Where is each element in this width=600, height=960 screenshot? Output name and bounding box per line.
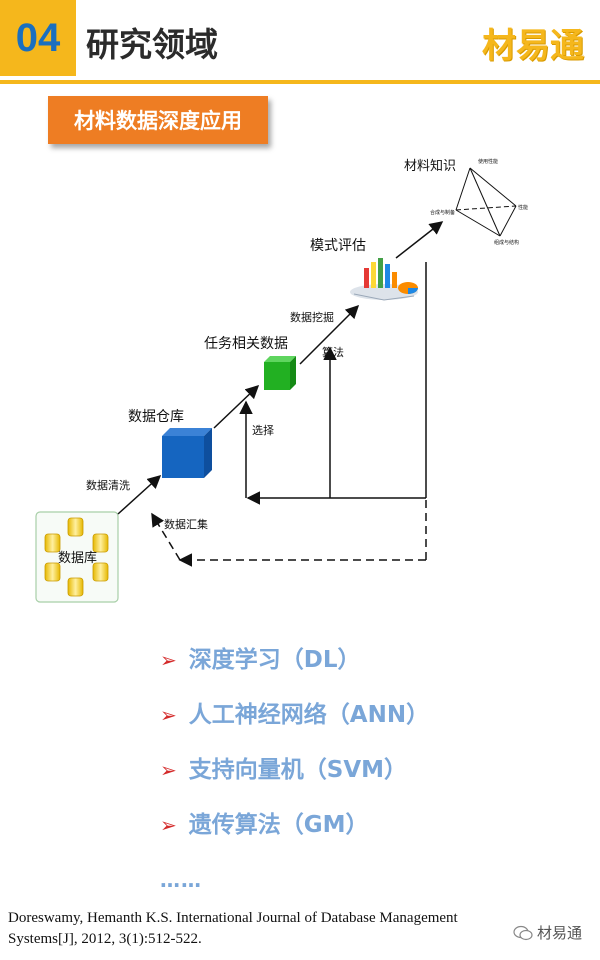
material-tetrahedron xyxy=(455,167,517,237)
algorithm-label: 算法 xyxy=(322,345,344,359)
brand-logo: 材易通 xyxy=(482,26,584,66)
list-item: ➢遗传算法（GM） xyxy=(160,812,369,838)
data-cleaning-label: 数据清洗 xyxy=(86,478,130,492)
header: 04 研究领域 材易通 xyxy=(0,0,600,78)
database-icon: 数据库 xyxy=(35,511,119,603)
tetra-top-label: 使用性能 xyxy=(478,158,498,165)
arrow-cleaning xyxy=(117,474,162,515)
tetra-bottom-label: 组成与结构 xyxy=(494,239,519,246)
list-item: ➢支持向量机（SVM） xyxy=(160,757,408,783)
task-data-label: 任务相关数据 xyxy=(204,336,288,352)
data-aggregation-label: 数据汇集 xyxy=(164,517,208,531)
database-label: 数据库 xyxy=(58,550,97,566)
feedback-solid-lines xyxy=(239,262,427,505)
arrow-bullet-icon: ➢ xyxy=(160,703,177,727)
list-item: ➢深度学习（DL） xyxy=(160,647,361,673)
pattern-evaluation-icon xyxy=(350,258,418,301)
material-knowledge-label: 材料知识 xyxy=(404,158,456,174)
watermark: 材易通 xyxy=(513,922,582,943)
list-item: ➢人工神经网络（ANN） xyxy=(160,702,430,728)
header-divider xyxy=(0,80,600,84)
page-title: 研究领域 xyxy=(86,25,218,64)
arrow-to-task xyxy=(213,384,260,429)
arrow-bullet-icon: ➢ xyxy=(160,813,177,837)
task-data-cube xyxy=(264,356,296,390)
selection-label: 选择 xyxy=(252,423,274,437)
kdd-process-diagram: 数据库 数据仓库 数据清洗 任务相关数据 模式评估 数据挖掘 xyxy=(35,158,528,603)
reference-citation: Doreswamy, Hemanth K.S. International Jo… xyxy=(8,910,458,947)
arrow-to-knowledge xyxy=(395,221,444,259)
data-warehouse-cube xyxy=(162,428,212,478)
tetra-left-label: 合成与制备 xyxy=(430,209,455,216)
tetra-right-label: 性能 xyxy=(518,204,528,211)
section-number: 04 xyxy=(0,0,76,76)
data-mining-label: 数据挖掘 xyxy=(290,310,334,324)
pattern-evaluation-label: 模式评估 xyxy=(310,238,366,254)
feedback-dashed-lines xyxy=(151,500,427,567)
arrow-mining xyxy=(299,304,360,365)
more-ellipsis: …… xyxy=(160,868,202,892)
section-tag: 材料数据深度应用 xyxy=(48,96,268,144)
arrow-bullet-icon: ➢ xyxy=(160,648,177,672)
data-warehouse-label: 数据仓库 xyxy=(128,409,184,425)
arrow-bullet-icon: ➢ xyxy=(160,758,177,782)
wechat-icon xyxy=(513,925,533,940)
